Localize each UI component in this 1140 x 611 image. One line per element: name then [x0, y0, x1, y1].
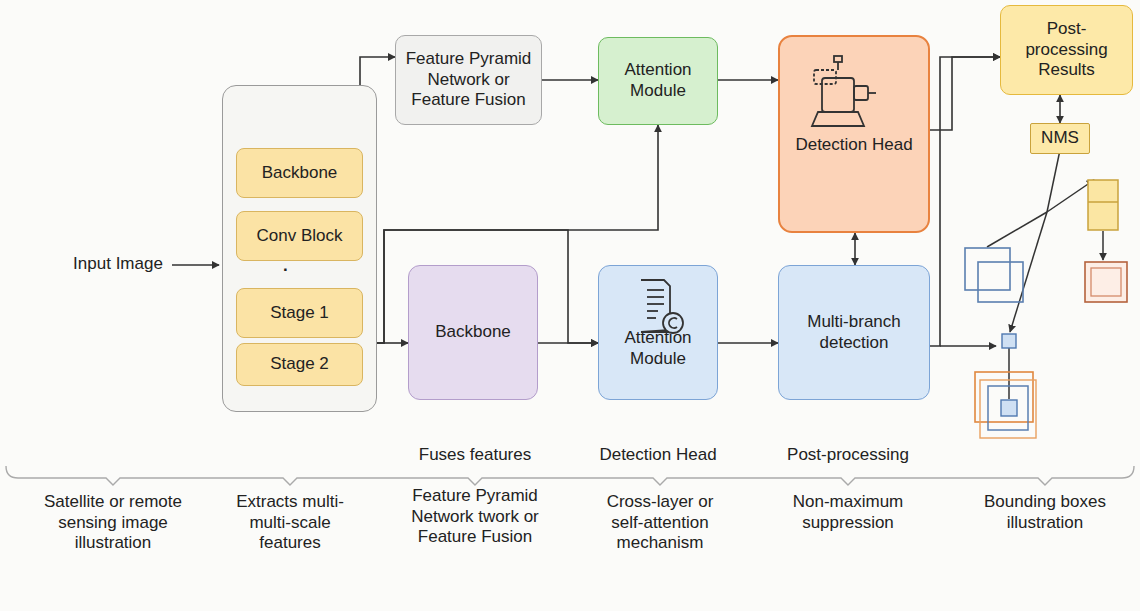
caption-label: Input Image [63, 254, 173, 275]
results-box: Post- processing Results [1000, 5, 1133, 95]
caption-label: Satellite or remote sensing image illust… [43, 492, 183, 554]
flow-arrow [718, 342, 778, 344]
caption-label: Detection Head [583, 445, 733, 466]
caption-label: Fuses features [400, 445, 550, 466]
feature-extractor-panel: · BackboneConv BlockStage 1 Stage 2 [222, 85, 377, 412]
flow-arrow [930, 57, 1000, 346]
node-text: Backbone [435, 322, 511, 343]
caption-label: Feature Pyramid Network twork or Feature… [395, 486, 555, 548]
document-icon [641, 280, 683, 333]
caption-label: Bounding boxes illustration [975, 492, 1115, 533]
fusion-box: Feature Pyramid Network or Feature Fusio… [395, 35, 542, 125]
flow-arrow [718, 79, 778, 81]
node-text: NMS [1041, 128, 1079, 149]
nms-box: NMS [1030, 123, 1090, 154]
flow-arrow [854, 233, 856, 265]
input-arrow [172, 264, 219, 266]
detector-icon [812, 56, 876, 126]
attention-box: Attention Module [598, 265, 718, 400]
node-text: Detection Head [795, 135, 912, 156]
node-text: Backbone [262, 163, 338, 184]
node-text: Multi-branch detection [785, 312, 923, 353]
backbone-box: Backbone [408, 265, 538, 400]
stage-box: Conv Block [236, 211, 363, 261]
caption-label: Non-maximum suppression [778, 492, 918, 533]
detection-head-box: Detection Head [778, 35, 930, 233]
output-arrow [940, 345, 996, 347]
flow-arrow [360, 57, 395, 85]
attention-box: Attention Module [598, 37, 718, 125]
node-text: Attention Module [605, 328, 711, 369]
node-text: Conv Block [257, 226, 343, 247]
node-text: Post- processing Results [1007, 19, 1126, 81]
flow-arrow [542, 79, 598, 81]
bottom-bracket [6, 466, 1134, 485]
bounding-boxes [965, 180, 1127, 438]
node-text: Stage 1 [270, 303, 329, 324]
node-text: Feature Pyramid Network or Feature Fusio… [402, 49, 535, 111]
stage-box: Stage 1 [236, 288, 363, 338]
caption-label: Extracts multi- multi-scale features [220, 492, 360, 554]
caption-label: Cross-layer or self-attention mechanism [590, 492, 730, 554]
multi-branch-box: Multi-branch detection [778, 265, 930, 400]
flow-arrow [1059, 95, 1061, 123]
node-text: Stage 2 [270, 354, 329, 375]
caption-label: Post-processing [773, 445, 923, 466]
stage-box: Backbone [236, 148, 363, 198]
node-text: Attention Module [605, 60, 711, 101]
ellipsis-dot: · [283, 260, 289, 281]
stage-box: Stage 2 [236, 343, 363, 386]
